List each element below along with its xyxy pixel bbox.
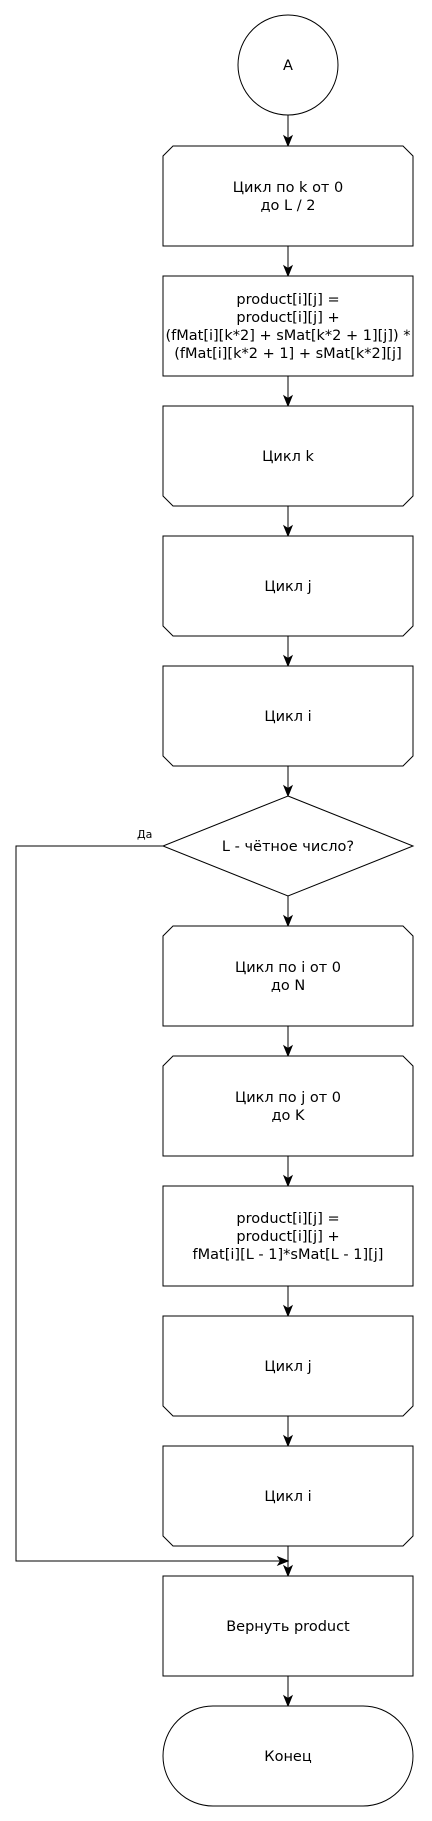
flow-edge-arrowhead	[282, 1044, 294, 1058]
start-node: A	[237, 14, 339, 116]
yes-branch-label: Да	[137, 828, 152, 841]
loop-j-end-1-label: Цикл j	[264, 579, 311, 595]
flow-edge-arrowhead	[282, 1304, 294, 1318]
calc-2-node: product[i][j] = product[i][j] + fMat[i][L …	[162, 1185, 414, 1287]
calc-1-label: (fMat[i][k*2] + sMat[k*2 + 1][j]) *	[165, 328, 410, 344]
loop-k-start-node: Цикл по k от 0 до L / 2	[162, 145, 414, 247]
calc-1-label: (fMat[i][k*2 + 1] + sMat[k*2][j]	[174, 346, 402, 362]
calc-2-label: product[i][j] +	[236, 1229, 339, 1245]
loop-i-start-node: Цикл по i от 0 до N	[162, 925, 414, 1027]
loop-j-end-1-node: Цикл j	[162, 535, 414, 637]
loop-k-start-label: Цикл по k от 0	[233, 180, 343, 196]
calc-1-label: product[i][j] =	[236, 292, 339, 308]
flow-edge-arrowhead	[282, 1564, 294, 1578]
loop-k-end-node: Цикл k	[162, 405, 414, 507]
connector-circle	[237, 14, 339, 116]
flow-edge-arrowhead	[282, 1694, 294, 1708]
decision-node: L - чётное число?	[161, 795, 415, 897]
loop-k-end-label: Цикл k	[262, 449, 314, 465]
process-shape	[162, 1185, 414, 1287]
loop-i-end-1-label: Цикл i	[264, 709, 311, 725]
flow-edge-arrowhead	[282, 784, 294, 798]
terminator-shape	[162, 1705, 414, 1807]
return-node: Вернуть product	[162, 1575, 414, 1677]
loop-j-end-2-node: Цикл j	[162, 1315, 414, 1417]
loop-i-start-label: до N	[271, 978, 305, 994]
loop-j-start-label: Цикл по j от 0	[235, 1090, 341, 1106]
flow-edge-arrowhead	[282, 524, 294, 538]
loop-end-shape	[162, 1315, 414, 1417]
flow-edge-arrowhead	[282, 264, 294, 278]
flow-edge-arrowhead	[282, 1174, 294, 1188]
calc-1-label: product[i][j] +	[236, 310, 339, 326]
loop-k-start-label: до L / 2	[261, 198, 316, 214]
end-label: Конец	[264, 1749, 312, 1765]
loop-i-end-2-label: Цикл i	[264, 1489, 311, 1505]
flow-edge-arrowhead	[282, 394, 294, 408]
start-label: A	[283, 58, 293, 74]
loop-j-start-label: до K	[271, 1108, 305, 1124]
loop-end-shape	[162, 535, 414, 637]
loop-start-shape	[162, 1055, 414, 1157]
decision-label: L - чётное число?	[222, 839, 354, 855]
loop-i-end-1-node: Цикл i	[162, 665, 414, 767]
flow-edges	[15, 115, 294, 1708]
loop-i-start-label: Цикл по i от 0	[235, 960, 341, 976]
loop-end-shape	[162, 405, 414, 507]
yes-branch-edge	[15, 845, 287, 1562]
calc-2-label: product[i][j] =	[236, 1211, 339, 1227]
flow-edge-arrowhead	[282, 1434, 294, 1448]
decision-diamond	[161, 795, 415, 897]
flow-edge-arrowhead	[282, 914, 294, 928]
loop-end-shape	[162, 665, 414, 767]
flow-edge-arrowhead	[282, 134, 294, 148]
calc-2-label: fMat[i][L - 1]*sMat[L - 1][j]	[193, 1247, 384, 1263]
loop-i-end-2-node: Цикл i	[162, 1445, 414, 1547]
yes-branch-arrowhead	[276, 1555, 290, 1567]
loop-end-shape	[162, 1445, 414, 1547]
loop-start-shape	[162, 145, 414, 247]
return-label: Вернуть product	[226, 1619, 350, 1635]
flow-edge-arrowhead	[282, 654, 294, 668]
loop-j-start-node: Цикл по j от 0 до K	[162, 1055, 414, 1157]
calc-1-node: product[i][j] = product[i][j] + (fMat[i][k…	[162, 275, 414, 377]
loop-j-end-2-label: Цикл j	[264, 1359, 311, 1375]
process-shape	[162, 1575, 414, 1677]
loop-start-shape	[162, 925, 414, 1027]
process-shape	[162, 275, 414, 377]
end-node: Конец	[162, 1705, 414, 1807]
